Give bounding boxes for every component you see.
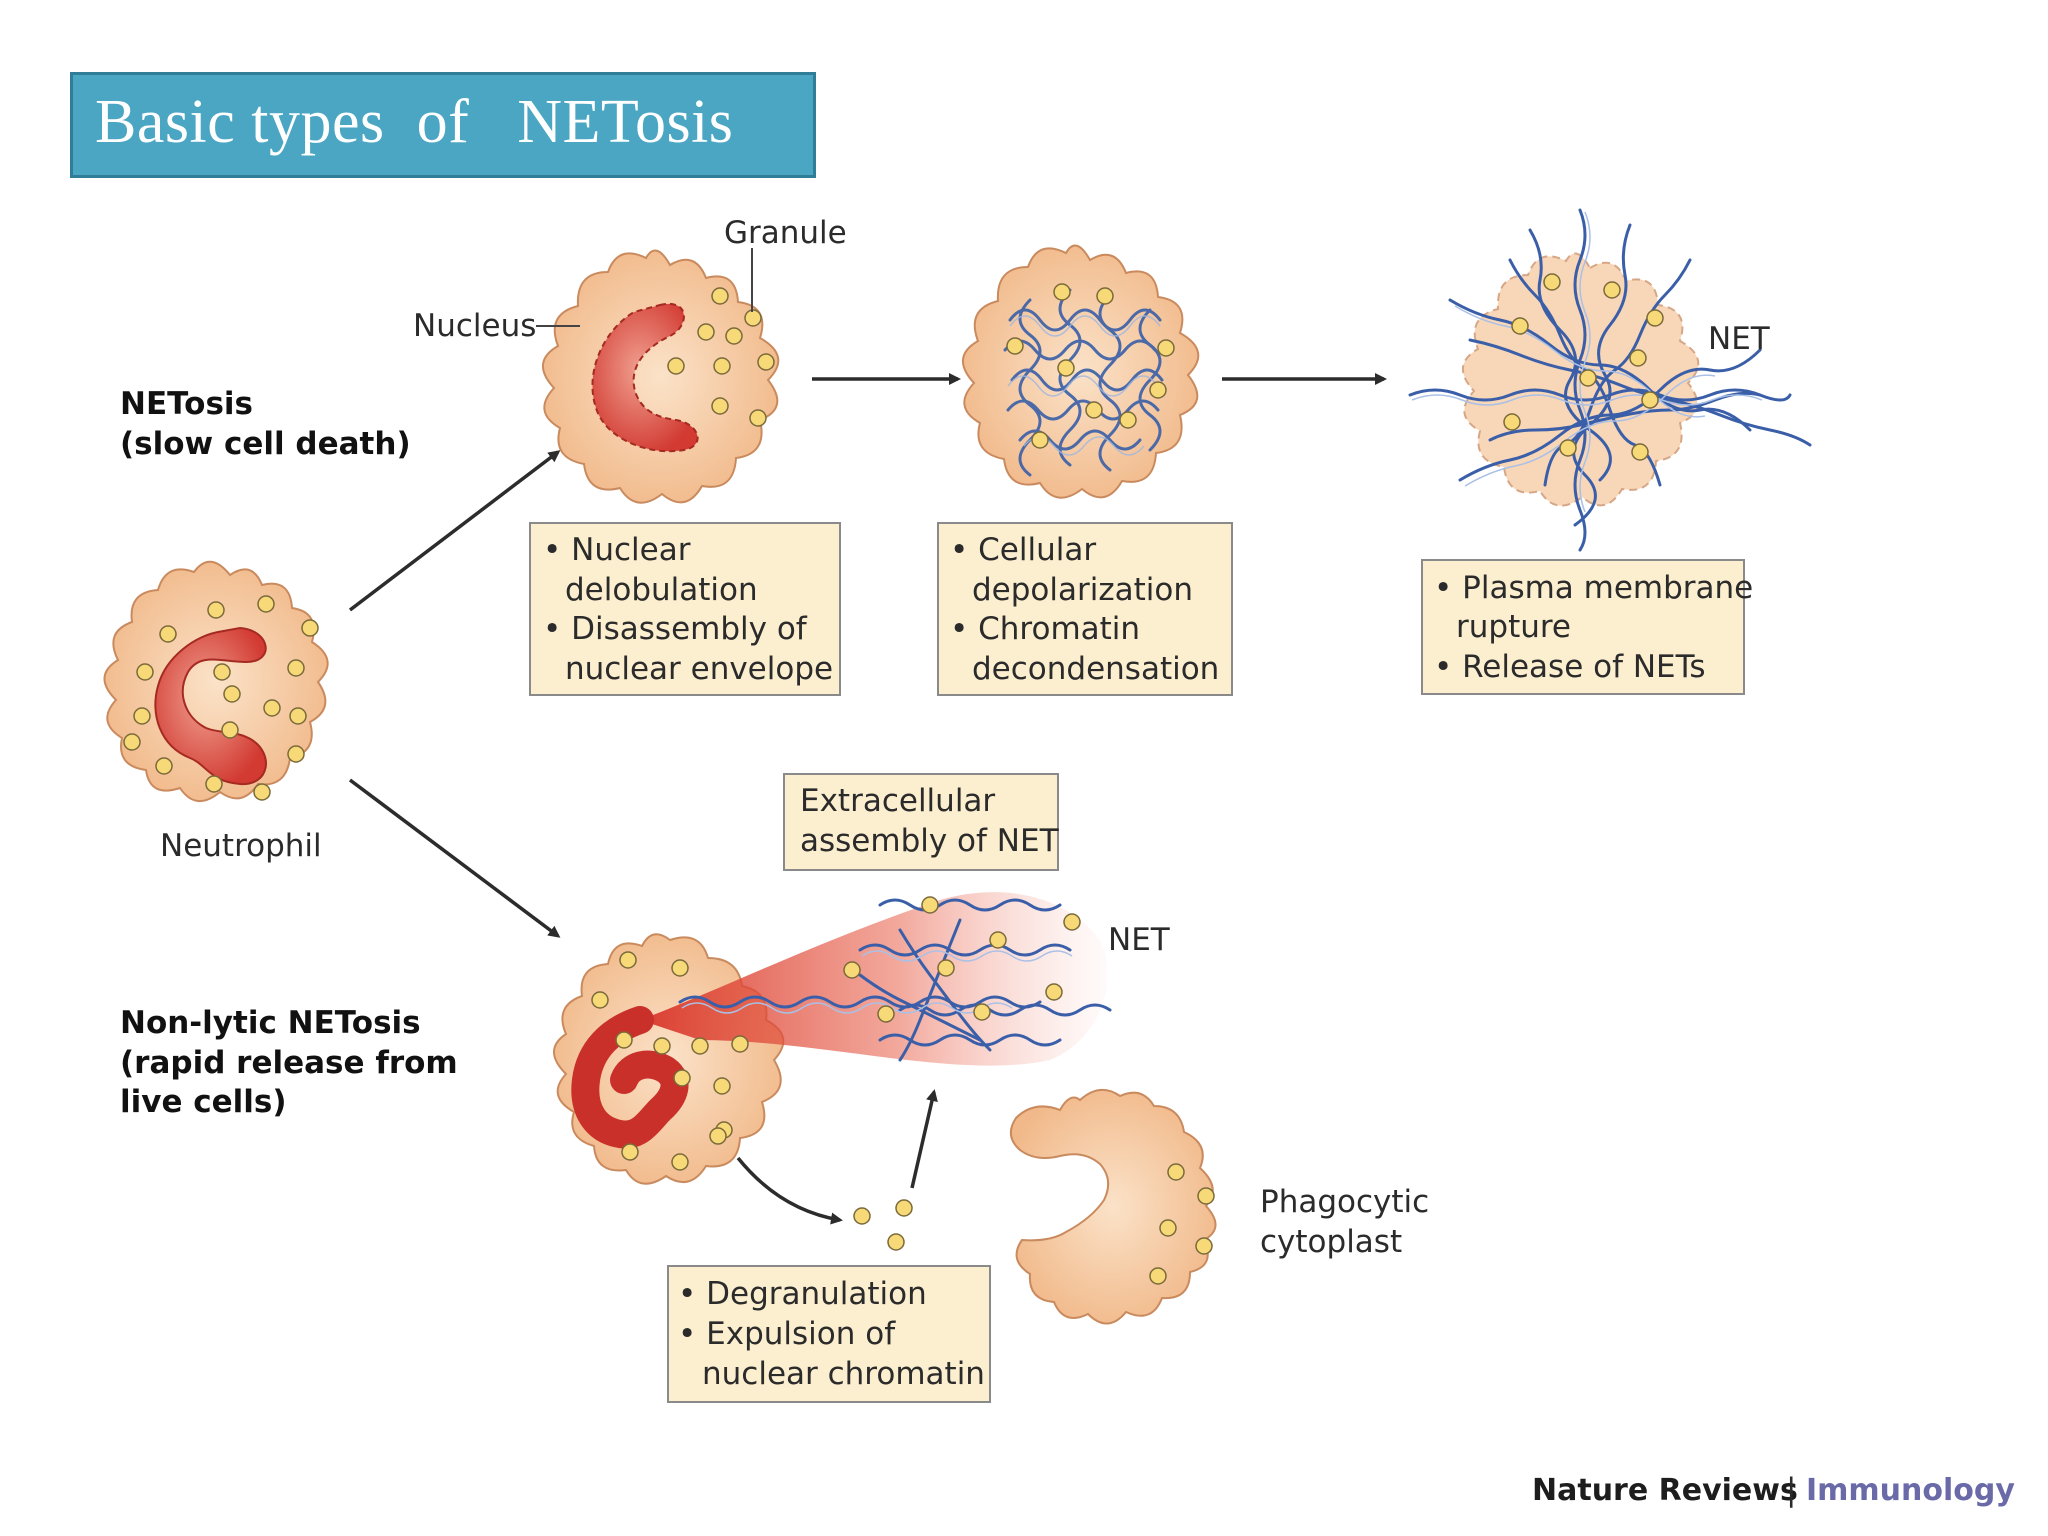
pathway-lytic-subtitle: (slow cell death) (120, 426, 411, 462)
slide-title: Basic types of NETosis (95, 88, 734, 156)
pathway-nonlytic-title: Non-lytic NETosis (120, 1005, 421, 1041)
pathway-arrows (348, 373, 1387, 1225)
info-box-4: Extracellular assembly of NET (783, 773, 1060, 871)
label-phagocytic-1: Phagocytic (1260, 1184, 1429, 1220)
info-box-2: • Cellular depolarization • Chromatin de… (937, 522, 1233, 696)
pathway-nonlytic-line3: live cells) (120, 1084, 287, 1120)
info-box-1: • Nuclear delobulation • Disassembly of … (529, 522, 841, 696)
journal-credit: Nature Reviews | Immunology (1532, 1472, 2015, 1508)
released-granules (709, 1127, 913, 1251)
svg-text:decondensation: decondensation (972, 651, 1219, 687)
pathway-nonlytic-line2: (rapid release from (120, 1045, 458, 1081)
svg-text:• Cellular: • Cellular (950, 532, 1096, 568)
slide-title-box: Basic types of NETosis (70, 72, 816, 178)
label-net-top: NET (1708, 321, 1771, 357)
svg-text:delobulation: delobulation (565, 572, 758, 608)
svg-text:• Expulsion of: • Expulsion of (678, 1316, 896, 1352)
cell-stage-1 (542, 249, 780, 504)
phagocytic-cytoplast (1009, 1089, 1217, 1325)
label-phagocytic-2: cytoplast (1260, 1224, 1402, 1260)
cell-stage-2 (962, 244, 1200, 499)
svg-text:• Release of NETs: • Release of NETs (1434, 649, 1706, 685)
svg-text:Immunology: Immunology (1806, 1473, 2015, 1508)
label-net-bottom: NET (1108, 922, 1171, 958)
svg-text:Nature Reviews: Nature Reviews (1532, 1473, 1798, 1508)
label-neutrophil: Neutrophil (160, 828, 322, 864)
info-box-5: • Degranulation • Expulsion of nuclear c… (667, 1265, 991, 1403)
svg-text:• Nuclear: • Nuclear (543, 532, 691, 568)
svg-text:• Chromatin: • Chromatin (950, 611, 1140, 647)
neutrophil-cell (103, 560, 329, 802)
pathway-lytic-title: NETosis (120, 386, 253, 422)
svg-text:rupture: rupture (1456, 609, 1571, 645)
svg-text:|: | (1786, 1472, 1796, 1508)
info-box-3: • Plasma membrane rupture • Release of N… (1421, 559, 1753, 695)
arrow-to-netosis (348, 450, 561, 612)
arrow-degranulation (736, 1156, 843, 1225)
neutrophil-nucleus (154, 626, 267, 786)
svg-text:• Plasma membrane: • Plasma membrane (1434, 570, 1753, 606)
svg-text:assembly of NET: assembly of NET (800, 823, 1060, 859)
svg-text:nuclear chromatin: nuclear chromatin (702, 1356, 985, 1392)
svg-text:• Degranulation: • Degranulation (678, 1276, 927, 1312)
arrow-to-nonlytic (348, 778, 561, 938)
svg-text:depolarization: depolarization (972, 572, 1193, 608)
svg-text:nuclear envelope: nuclear envelope (565, 651, 833, 687)
net-release-lytic (1408, 208, 1812, 552)
arrow-extracellular-assembly (910, 1089, 938, 1189)
label-nucleus: Nucleus (413, 308, 536, 344)
nonlytic-nucleus (571, 1006, 689, 1149)
label-granule: Granule (724, 215, 847, 251)
cell-1-nucleus (591, 302, 699, 453)
svg-text:• Disassembly of: • Disassembly of (543, 611, 808, 647)
svg-text:Extracellular: Extracellular (800, 783, 995, 819)
net-release-nonlytic (678, 896, 1112, 1062)
